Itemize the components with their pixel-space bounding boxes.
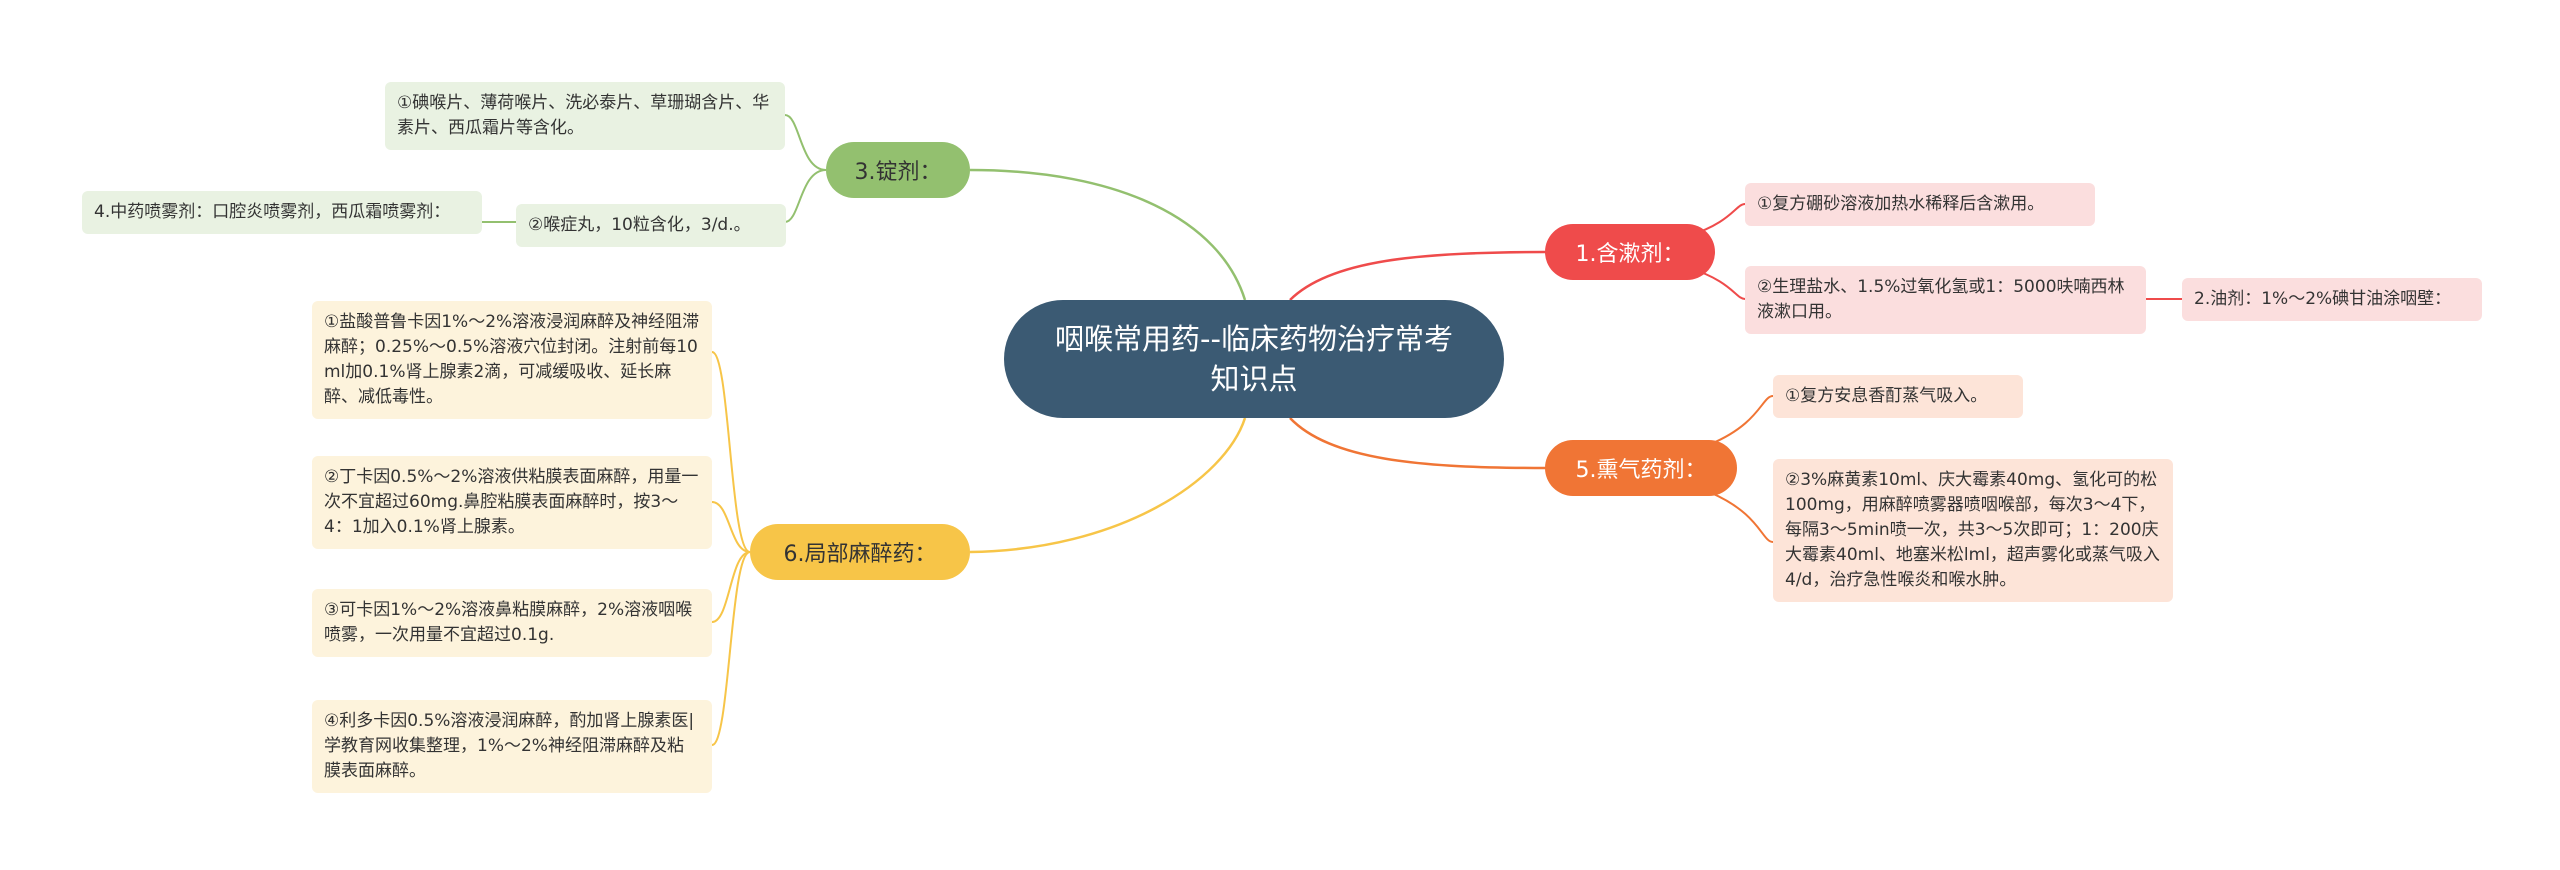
link-anesthesia-4 [711, 551, 751, 746]
link-tablets-1 [784, 114, 827, 171]
link-root-anesthesia [969, 417, 1247, 554]
vapor-item-2-text: ②3%麻黄素10ml、庆大霉素40mg、氢化可的松100mg，用麻醉喷雾器喷咽喉… [1785, 470, 2160, 590]
gargle-item-2-text: ②生理盐水、1.5%过氧化氢或1：5000呋喃西林液漱口用。 [1757, 277, 2125, 322]
anesthesia-item-1[interactable]: ①盐酸普鲁卡因1%～2%溶液浸润麻醉及神经阻滞麻醉；0.25%～0.5%溶液穴位… [312, 301, 712, 419]
root-topic[interactable]: 咽喉常用药--临床药物治疗常考知识点 [1004, 300, 1504, 418]
branch-gargle[interactable]: 1.含漱剂： [1545, 224, 1715, 280]
tablets-item-2-text: ②喉症丸，10粒含化，3/d.。 [528, 215, 751, 235]
root-title: 咽喉常用药--临床药物治疗常考知识点 [1055, 322, 1453, 396]
tablets-sub-item-text: 4.中药喷雾剂：口腔炎喷雾剂，西瓜霜喷雾剂： [94, 202, 451, 222]
gargle-sub-item-text: 2.油剂：1%～2%碘甘油涂咽壁： [2194, 289, 2452, 309]
branch-vapor-label: 5.熏气药剂： [1575, 458, 1707, 483]
anesthesia-item-1-text: ①盐酸普鲁卡因1%～2%溶液浸润麻醉及神经阻滞麻醉；0.25%～0.5%溶液穴位… [324, 312, 700, 407]
anesthesia-item-2[interactable]: ②丁卡因0.5%～2%溶液供粘膜表面麻醉，用量一次不宜超过60mg.鼻腔粘膜表面… [312, 456, 712, 549]
link-root-gargle [1289, 250, 1546, 301]
anesthesia-item-2-text: ②丁卡因0.5%～2%溶液供粘膜表面麻醉，用量一次不宜超过60mg.鼻腔粘膜表面… [324, 467, 699, 537]
branch-tablets[interactable]: 3.锭剂： [826, 142, 970, 198]
vapor-item-1-text: ①复方安息香酊蒸气吸入。 [1785, 386, 1988, 406]
vapor-item-2[interactable]: ②3%麻黄素10ml、庆大霉素40mg、氢化可的松100mg，用麻醉喷雾器喷咽喉… [1773, 459, 2173, 602]
tablets-item-1[interactable]: ①碘喉片、薄荷喉片、洗必泰片、草珊瑚含片、华素片、西瓜霜片等含化。 [385, 82, 785, 150]
gargle-item-2[interactable]: ②生理盐水、1.5%过氧化氢或1：5000呋喃西林液漱口用。 [1745, 266, 2146, 334]
branch-tablets-label: 3.锭剂： [854, 160, 942, 185]
anesthesia-item-3[interactable]: ③可卡因1%～2%溶液鼻粘膜麻醉，2%溶液咽喉喷雾，一次用量不宜超过0.1g. [312, 589, 712, 657]
link-root-vapor [1289, 417, 1546, 470]
anesthesia-item-4[interactable]: ④利多卡因0.5%溶液浸润麻醉，酌加肾上腺素医|学教育网收集整理，1%～2%神经… [312, 700, 712, 793]
tablets-item-2[interactable]: ②喉症丸，10粒含化，3/d.。 [516, 204, 786, 247]
link-root-tablets [969, 168, 1247, 301]
gargle-sub-item[interactable]: 2.油剂：1%～2%碘甘油涂咽壁： [2182, 278, 2482, 321]
tablets-item-1-text: ①碘喉片、薄荷喉片、洗必泰片、草珊瑚含片、华素片、西瓜霜片等含化。 [397, 93, 770, 138]
branch-gargle-label: 1.含漱剂： [1575, 242, 1685, 267]
gargle-item-1-text: ①复方硼砂溶液加热水稀释后含漱用。 [1757, 194, 2045, 214]
branch-anesthesia[interactable]: 6.局部麻醉药： [750, 524, 970, 580]
link-anesthesia-3 [711, 551, 751, 623]
link-anesthesia-2 [711, 501, 751, 553]
link-tablets-2 [784, 169, 827, 223]
branch-vapor[interactable]: 5.熏气药剂： [1545, 440, 1737, 496]
tablets-sub-item[interactable]: 4.中药喷雾剂：口腔炎喷雾剂，西瓜霜喷雾剂： [82, 191, 482, 234]
branch-anesthesia-label: 6.局部麻醉药： [783, 542, 937, 567]
link-anesthesia-1 [711, 351, 751, 553]
anesthesia-item-4-text: ④利多卡因0.5%溶液浸润麻醉，酌加肾上腺素医|学教育网收集整理，1%～2%神经… [324, 711, 695, 781]
vapor-item-1[interactable]: ①复方安息香酊蒸气吸入。 [1773, 375, 2023, 418]
anesthesia-item-3-text: ③可卡因1%～2%溶液鼻粘膜麻醉，2%溶液咽喉喷雾，一次用量不宜超过0.1g. [324, 600, 693, 645]
gargle-item-1[interactable]: ①复方硼砂溶液加热水稀释后含漱用。 [1745, 183, 2095, 226]
